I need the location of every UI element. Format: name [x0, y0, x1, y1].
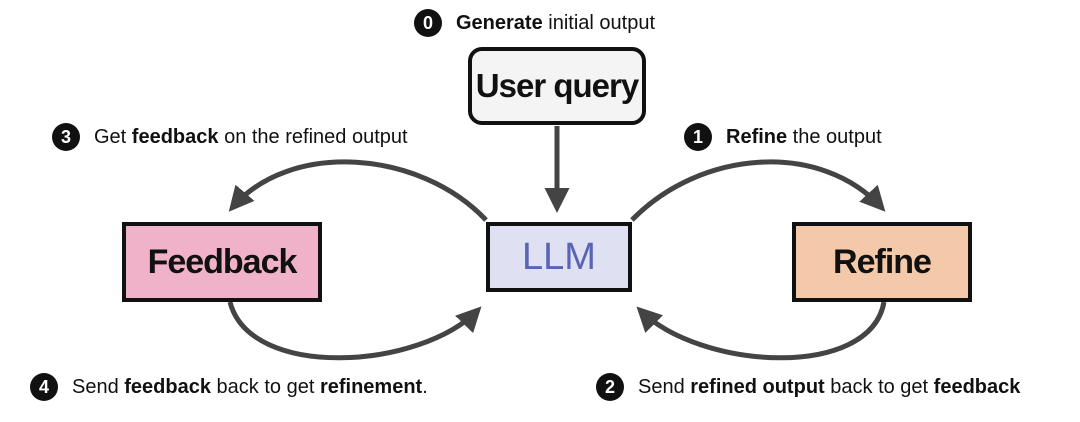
arrow-llm-to-refine: [630, 159, 886, 222]
step-2-bold1: refined output: [690, 375, 825, 398]
arrow-refine-to-llm: [636, 301, 887, 361]
llm-label: LLM: [522, 235, 596, 278]
step-3-caption: 3 Get feedback on the refined output: [52, 123, 408, 151]
step-3-pre: Get: [94, 125, 132, 148]
step-2-badge: 2: [596, 373, 624, 401]
step-4-caption: 4 Send feedback back to get refinement.: [30, 373, 428, 401]
step-4-bold2: refinement: [319, 375, 423, 398]
step-1-caption: 1 Refine the output: [684, 123, 882, 151]
step-4-mid: back to get: [210, 375, 320, 398]
step-1-rest: the output: [787, 125, 882, 148]
step-4-pre: Send: [72, 375, 125, 398]
step-3-badge: 3: [52, 123, 80, 151]
user-query-label: User query: [475, 67, 639, 104]
step-2-caption: 2 Send refined output back to get feedba…: [596, 373, 1020, 401]
refine-label: Refine: [833, 242, 932, 281]
step-3-rest: on the refined output: [218, 125, 408, 148]
step-1-badge: 1: [684, 123, 712, 151]
step-0-badge: 0: [414, 9, 442, 37]
feedback-label: Feedback: [147, 242, 298, 281]
arrow-llm-to-feedback: [228, 159, 488, 222]
step-0-caption: 0 Generate initial output: [414, 9, 655, 37]
step-0-rest: initial output: [542, 11, 656, 34]
step-2-bold2: feedback: [933, 375, 1021, 398]
step-0-bold: Generate: [456, 11, 543, 34]
step-1-bold: Refine: [726, 125, 788, 148]
arrow-feedback-to-llm: [227, 301, 482, 361]
step-4-end: .: [422, 375, 428, 398]
step-4-bold1: feedback: [124, 375, 211, 398]
step-4-badge: 4: [30, 373, 58, 401]
feedback-node: Feedback: [122, 222, 322, 302]
step-2-mid: back to get: [824, 375, 934, 398]
step-2-pre: Send: [638, 375, 691, 398]
llm-node: LLM: [486, 222, 632, 292]
user-query-node: User query: [468, 47, 646, 125]
refine-node: Refine: [792, 222, 972, 302]
step-3-bold: feedback: [131, 125, 219, 148]
